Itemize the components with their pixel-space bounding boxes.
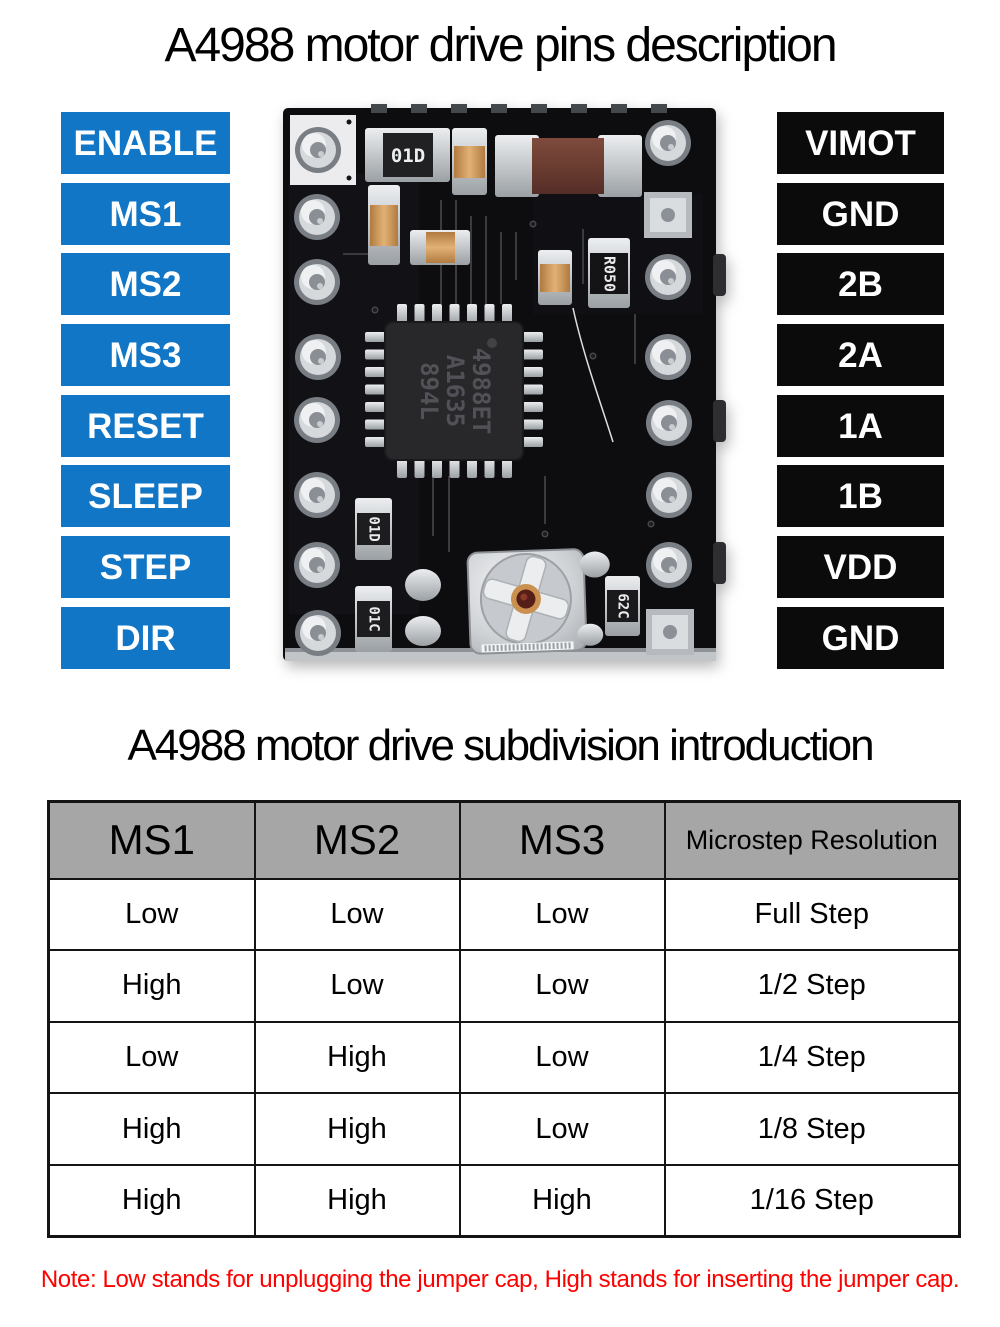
table-header-ms2: MS2 <box>253 800 461 880</box>
svg-text:894L: 894L <box>415 362 443 420</box>
table-cell: Low <box>458 949 666 1023</box>
svg-text:4988ET: 4988ET <box>467 348 495 435</box>
pin-label-dir: DIR <box>61 606 230 669</box>
pin-label-sleep: SLEEP <box>61 465 230 528</box>
pin-label-vimot: VIMOT <box>777 112 944 174</box>
table-cell: Low <box>47 1020 256 1095</box>
svg-text:01D: 01D <box>391 145 425 167</box>
table-cell: Low <box>458 1092 666 1166</box>
table-cell: 1/8 Step <box>663 1092 961 1166</box>
table-cell: High <box>253 1092 461 1166</box>
pin-label-ms1: MS1 <box>61 182 230 245</box>
pin-labels-right: VIMOT GND 2B 2A 1A 1B VDD GND <box>777 112 944 669</box>
page-title: A4988 motor drive pins description <box>164 19 837 72</box>
table-row: Low Low Low Full Step <box>47 877 961 952</box>
table-cell: High <box>253 1163 461 1238</box>
solder-blobs <box>405 569 441 646</box>
table-header-resolution: Microstep Resolution <box>663 800 961 880</box>
smd-resistor-r050: R050 <box>588 238 630 308</box>
a4988-board-photo: 01D R050 <box>283 104 726 661</box>
table-cell: High <box>458 1163 666 1238</box>
table-cell: 1/2 Step <box>663 949 961 1023</box>
pin-label-vdd: VDD <box>777 536 944 599</box>
table-cell: High <box>47 1092 256 1166</box>
table-cell: 1/4 Step <box>663 1020 961 1095</box>
pin-label-2a: 2A <box>777 324 944 387</box>
table-cell: Low <box>253 877 461 952</box>
pin-label-2b: 2B <box>777 253 944 316</box>
pin-pads-left <box>290 115 356 656</box>
table-cell: 1/16 Step <box>663 1163 961 1238</box>
pin-label-1b: 1B <box>777 465 944 528</box>
table-row: High High High 1/16 Step <box>47 1163 961 1238</box>
microstep-table: MS1 MS2 MS3 Microstep Resolution Low Low… <box>47 800 961 1238</box>
pin-label-gnd-top: GND <box>777 182 944 245</box>
table-header-ms3: MS3 <box>458 800 666 880</box>
pin-labels-left: ENABLE MS1 MS2 MS3 RESET SLEEP STEP DIR <box>61 112 230 669</box>
smd-resistor-01d-bottom: 01D <box>355 498 392 560</box>
table-cell: High <box>47 1163 256 1238</box>
bulk-capacitor <box>495 135 642 197</box>
section-title-subdivision: A4988 motor drive subdivision introducti… <box>127 721 874 770</box>
smd-resistor-01d-top: 01D <box>365 128 450 182</box>
table-cell: Low <box>253 949 461 1023</box>
pin-label-reset: RESET <box>61 394 230 457</box>
table-row: High Low Low 1/2 Step <box>47 949 961 1023</box>
svg-text:A1635: A1635 <box>441 355 469 427</box>
svg-text:01C: 01C <box>366 606 382 631</box>
smd-capacitors <box>368 128 572 305</box>
smd-resistor-62c: 62C <box>605 576 640 636</box>
svg-text:01D: 01D <box>366 516 382 541</box>
table-cell: Low <box>47 877 256 952</box>
table-cell: Low <box>458 877 666 952</box>
table-header-row: MS1 MS2 MS3 Microstep Resolution <box>47 800 961 880</box>
table-row: Low High Low 1/4 Step <box>47 1020 961 1095</box>
table-row: High High Low 1/8 Step <box>47 1092 961 1166</box>
table-cell: Low <box>458 1020 666 1095</box>
pin-label-ms2: MS2 <box>61 253 230 316</box>
pin-label-step: STEP <box>61 536 230 599</box>
svg-text:R050: R050 <box>601 256 619 292</box>
table-cell: High <box>47 949 256 1023</box>
current-potentiometer <box>466 548 610 655</box>
pin-label-enable: ENABLE <box>61 112 230 174</box>
table-cell: High <box>253 1020 461 1095</box>
smd-resistor-01c: 01C <box>355 586 392 652</box>
chip-marking-text: 4988ET A1635 894L <box>415 348 495 435</box>
svg-text:62C: 62C <box>615 593 631 618</box>
pin-label-gnd-bottom: GND <box>777 606 944 669</box>
driver-chip: 4988ET A1635 894L <box>365 304 543 478</box>
jumper-cap-note: Note: Low stands for unplugging the jump… <box>40 1266 960 1293</box>
table-header-ms1: MS1 <box>47 800 256 880</box>
table-cell: Full Step <box>663 877 961 952</box>
pin-label-1a: 1A <box>777 394 944 457</box>
pin-label-ms3: MS3 <box>61 324 230 387</box>
